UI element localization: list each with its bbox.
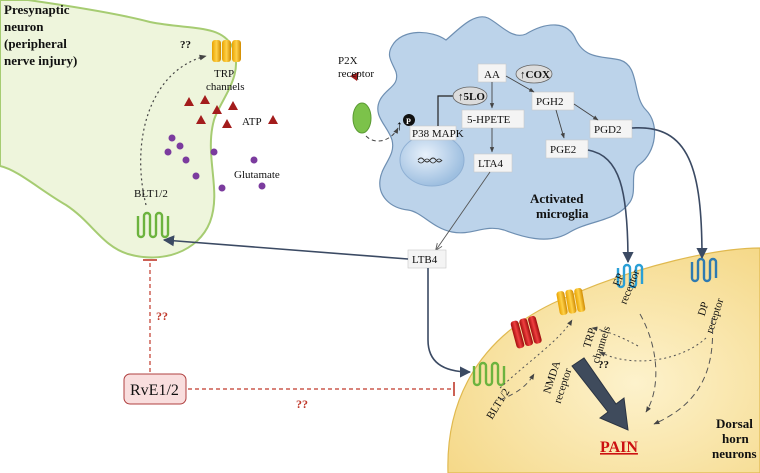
ep-to-pain-dashed xyxy=(639,313,657,413)
pge2-label: PGE2 xyxy=(550,144,576,156)
pgh2-label: PGH2 xyxy=(536,96,564,108)
cox-oval xyxy=(515,64,553,84)
dp-receptor-icon xyxy=(690,257,718,283)
pgd2-to-dp-arrow xyxy=(631,127,708,260)
microglia-label: Activated microglia xyxy=(530,191,589,221)
blt-to-trp-dotted xyxy=(499,319,573,389)
trp-channel-top-icon xyxy=(212,40,241,62)
glutamate-molecules xyxy=(164,134,266,192)
blt-to-nmda-dashed xyxy=(499,373,535,401)
presynaptic-label: Presynaptic neuron (peripheral nerve inj… xyxy=(4,2,77,68)
presynaptic-neuron-shape xyxy=(0,0,238,259)
p2x-receptor-icon xyxy=(352,102,372,134)
pgh2-to-pge2-arrow xyxy=(555,109,565,139)
rve-box xyxy=(123,373,187,405)
p2x-label: P2X receptor xyxy=(338,55,374,80)
cox-label: ↑COX xyxy=(520,69,550,81)
rve-label: RvE1/2 xyxy=(130,382,179,399)
dp-to-trp-dotted xyxy=(599,337,707,362)
lta4-box xyxy=(473,153,513,173)
big-pain-arrow-icon xyxy=(571,357,629,431)
blt-top-label: BLT1/2 xyxy=(134,188,168,200)
phospho-icon xyxy=(403,114,415,126)
trp-top-label: TRP channels xyxy=(206,68,244,93)
trp-channel-bottom-icon xyxy=(556,287,586,316)
up-arrow-p38: ↑ xyxy=(396,119,403,134)
lta4-to-ltb4-arrow xyxy=(436,171,491,250)
hpete-label: 5-HPETE xyxy=(467,114,511,126)
lo5-oval xyxy=(452,86,488,106)
pge2-box xyxy=(545,139,589,159)
lta4-label: LTA4 xyxy=(478,158,503,170)
ltb4-label: LTB4 xyxy=(412,254,438,266)
nucleus xyxy=(399,133,465,187)
nmda-receptor-icon xyxy=(510,315,542,349)
ltb4-to-blt-top-arrow xyxy=(162,235,409,260)
dp-to-pain-dashed xyxy=(653,317,714,425)
question-right: ?? xyxy=(598,359,609,371)
dorsal-label: Dorsal horn neurons xyxy=(712,416,757,461)
dna-squiggle-2 xyxy=(417,158,443,164)
pgd2-label: PGD2 xyxy=(594,124,622,136)
p38-label: P38 MAPK xyxy=(412,128,464,140)
ltb4-to-blt-bottom-arrow xyxy=(427,268,472,378)
pgh2-box xyxy=(531,91,575,111)
atp-label: ATP xyxy=(242,116,262,128)
aa-to-pgh2-arrow xyxy=(505,75,535,93)
lo5-label: ↑5LO xyxy=(458,91,485,103)
pgd2-box xyxy=(589,119,633,139)
question-top: ?? xyxy=(180,39,191,51)
p2x-to-p38-arrow xyxy=(365,127,399,142)
atp-molecules xyxy=(184,72,359,128)
aa-label: AA xyxy=(484,69,500,81)
pgh2-to-pgd2-arrow xyxy=(573,103,599,121)
hpete-box xyxy=(461,109,525,129)
pain-label: PAIN xyxy=(600,439,638,456)
dna-squiggle xyxy=(417,157,443,163)
phospho-label: P xyxy=(406,117,411,126)
ep-to-trp-dotted xyxy=(591,326,639,347)
question-left: ?? xyxy=(156,309,168,323)
ep-receptor-icon xyxy=(616,263,644,289)
pge2-to-ep-arrow xyxy=(587,149,634,264)
blt-bottom-receptor-icon xyxy=(472,361,506,387)
p38-box xyxy=(409,125,457,141)
glutamate-label: Glutamate xyxy=(234,169,280,181)
blt-top-receptor-icon xyxy=(136,211,170,239)
question-bottom: ?? xyxy=(296,397,308,411)
